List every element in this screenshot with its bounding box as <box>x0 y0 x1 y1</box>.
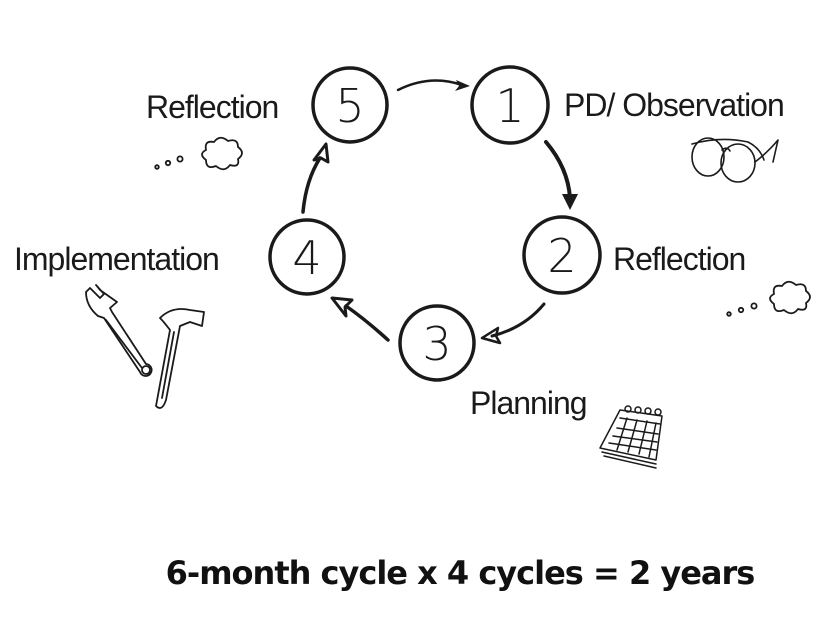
step-2-number: 2 <box>547 229 576 283</box>
glasses-icon <box>691 137 779 183</box>
cycle-summary: 6-month cycle x 4 cycles = 2 years <box>166 554 755 592</box>
arrow-3-to-4 <box>330 296 390 342</box>
step-2-label: Reflection <box>613 241 745 277</box>
arrow-4-to-5 <box>301 142 330 214</box>
step-3-node: 3 <box>398 304 476 382</box>
thought-cloud-icon <box>154 136 243 171</box>
step-3-label: Planning <box>470 385 587 421</box>
hammer-icon <box>155 308 205 409</box>
arrow-1-to-2 <box>544 140 578 210</box>
step-5-number: 5 <box>335 79 364 133</box>
step-4-number: 4 <box>292 231 321 285</box>
thought-cloud-icon-2 <box>726 280 811 317</box>
step-5-node: 5 <box>311 66 389 144</box>
wrench-icon <box>85 284 153 377</box>
step-1-label: PD/ Observation <box>564 87 784 123</box>
step-3-number: 3 <box>422 317 451 371</box>
step-1-node: 1 <box>470 65 550 145</box>
step-5-label: Reflection <box>146 89 278 125</box>
tools-icon <box>85 284 205 409</box>
step-1-number: 1 <box>495 79 524 133</box>
arrow-2-to-3 <box>480 302 546 345</box>
calendar-icon <box>599 405 663 469</box>
step-4-node: 4 <box>268 218 346 296</box>
step-2-node: 2 <box>522 215 602 295</box>
arrow-5-to-1 <box>396 79 470 92</box>
step-4-label: Implementation <box>14 241 219 277</box>
